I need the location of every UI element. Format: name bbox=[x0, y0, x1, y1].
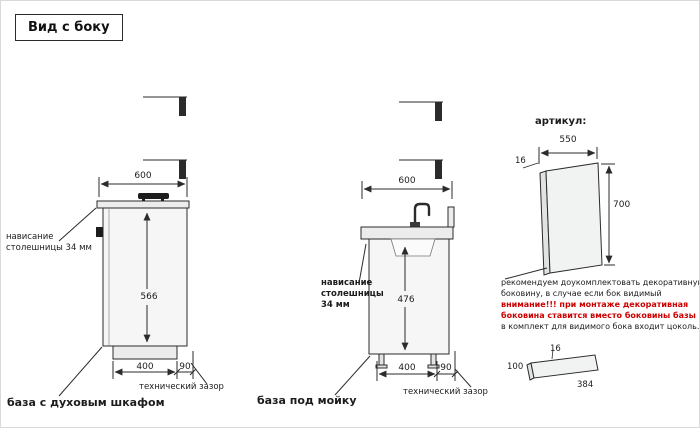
leader-line bbox=[358, 243, 367, 284]
faucet-icon bbox=[413, 202, 431, 229]
panel-note-line1: рекомендуем доукомплектовать декоративну… bbox=[501, 278, 700, 287]
sink-base-caption: база под мойку bbox=[257, 394, 357, 407]
dim-strip-length: 384 bbox=[577, 380, 594, 390]
countertop-bracket-icon bbox=[143, 159, 187, 179]
leader-line bbox=[504, 267, 548, 280]
dimension-ticks bbox=[551, 348, 554, 360]
article-label: артикул: bbox=[535, 116, 587, 127]
leader-line bbox=[58, 207, 97, 242]
dim-sink-rear-gap: 90 bbox=[440, 363, 452, 373]
dim-oven-depth: 600 bbox=[134, 171, 152, 181]
countertop bbox=[96, 200, 190, 209]
oven-overhang-note-line1: нависание bbox=[6, 232, 54, 242]
countertop-bracket-icon bbox=[399, 159, 443, 179]
panel-note-line2: боковину, в случае если бок видимый bbox=[501, 289, 662, 298]
dimension-ticks bbox=[376, 351, 456, 381]
dim-oven-rear-gap: 90 bbox=[179, 362, 191, 372]
dimension-ticks bbox=[361, 181, 453, 199]
sink-base-drawing bbox=[334, 101, 472, 396]
leader-line bbox=[454, 368, 472, 388]
leader-line bbox=[334, 355, 371, 396]
oven-overhang-note-line2: столешницы 34 мм bbox=[6, 243, 92, 253]
dim-strip-height: 100 bbox=[507, 362, 524, 372]
dim-sink-plinth-depth: 400 bbox=[398, 363, 416, 373]
leader-line bbox=[190, 362, 208, 385]
dim-strip-thickness: 16 bbox=[550, 344, 561, 354]
dim-panel-width: 550 bbox=[559, 135, 577, 145]
leader-line bbox=[58, 346, 103, 397]
page-title: Вид с боку bbox=[15, 14, 123, 41]
countertop-bracket-icon bbox=[399, 101, 443, 121]
cooktop-profile-icon bbox=[138, 193, 169, 201]
countertop-bracket-icon bbox=[143, 96, 187, 116]
sink-gap-label: технический зазор bbox=[403, 387, 488, 397]
wall-upstand bbox=[447, 206, 455, 228]
oven-base-drawing bbox=[58, 96, 208, 397]
panel-note-line3: в комплект для видимого бока входит цоко… bbox=[501, 322, 700, 331]
dimension-ticks bbox=[538, 147, 598, 164]
faucet-base bbox=[410, 222, 420, 227]
cabinet-body bbox=[368, 238, 450, 355]
dim-oven-height: 566 bbox=[140, 292, 158, 302]
oven-handle-icon bbox=[96, 227, 103, 237]
panel-warning-line2: боковина ставится вместо боковины базы л… bbox=[501, 311, 700, 320]
dim-sink-height: 476 bbox=[397, 295, 415, 305]
dimension-ticks bbox=[98, 177, 188, 197]
sink-overhang-note-line1: нависание bbox=[321, 278, 373, 288]
dimension-slashes bbox=[173, 368, 197, 376]
sink-overhang-note-line3: 34 мм bbox=[321, 300, 350, 310]
plinth-strip-face bbox=[530, 354, 599, 379]
dim-panel-thickness: 16 bbox=[515, 156, 526, 166]
plinth bbox=[112, 345, 178, 360]
cabinet-body bbox=[102, 207, 188, 347]
oven-base-caption: база с духовым шкафом bbox=[7, 396, 165, 409]
sink-overhang-note-line2: столешницы bbox=[321, 289, 384, 299]
sink-bowl bbox=[390, 238, 436, 257]
dimension-ticks bbox=[601, 163, 615, 266]
dim-sink-depth: 600 bbox=[398, 176, 416, 186]
cabinet-leg bbox=[375, 353, 388, 369]
panel-face bbox=[545, 162, 603, 274]
countertop bbox=[360, 226, 454, 240]
dim-oven-plinth-depth: 400 bbox=[136, 362, 154, 372]
panel-warning-line1: внимание!!! при монтаже декоративная bbox=[501, 300, 689, 309]
dimension-ticks bbox=[522, 162, 539, 169]
side-panel-drawing bbox=[504, 147, 615, 381]
oven-gap-label: технический зазор bbox=[139, 382, 224, 392]
dim-panel-height: 700 bbox=[613, 200, 631, 210]
cabinet-leg bbox=[427, 353, 440, 369]
